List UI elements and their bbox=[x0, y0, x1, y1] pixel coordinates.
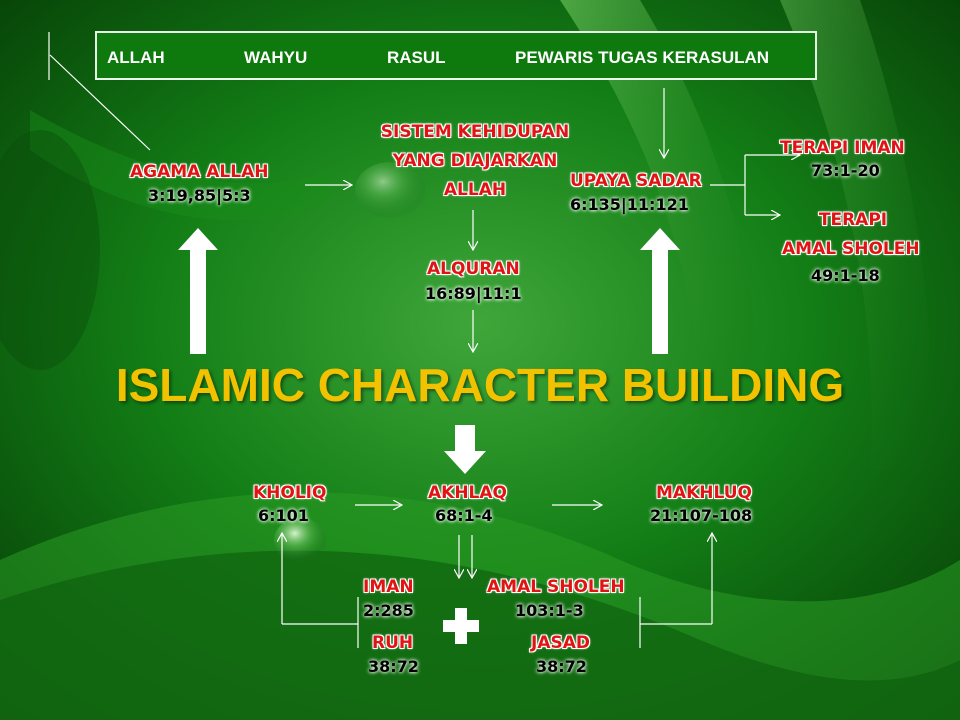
jasad-label: JASAD bbox=[531, 633, 590, 653]
arrow-up-icon bbox=[640, 228, 680, 354]
agama-allah-ref: 3:19,85|5:3 bbox=[148, 186, 251, 205]
sistem-label-line1: SISTEM KEHIDUPAN bbox=[380, 122, 570, 142]
terapi-iman-label: TERAPI IMAN bbox=[780, 138, 905, 158]
agama-allah-label: AGAMA ALLAH bbox=[130, 162, 269, 182]
sistem-label-line3: ALLAH bbox=[443, 180, 507, 200]
akhlaq-label: AKHLAQ bbox=[428, 483, 507, 503]
kholiq-ref: 6:101 bbox=[258, 506, 309, 525]
top-flow-bar: ALLAH WAHYU RASUL PEWARIS TUGAS KERASULA… bbox=[95, 31, 817, 80]
iman-label: IMAN bbox=[363, 577, 414, 597]
arrow-down-icon bbox=[444, 425, 486, 474]
terapi-amal-label-line1: TERAPI bbox=[818, 210, 888, 230]
kholiq-label: KHOLIQ bbox=[253, 483, 327, 503]
iman-ref: 2:285 bbox=[363, 601, 414, 620]
terapi-iman-ref: 73:1-20 bbox=[811, 161, 880, 180]
amal-sholeh-ref: 103:1-3 bbox=[515, 601, 584, 620]
ruh-label: RUH bbox=[372, 633, 414, 653]
terapi-amal-ref: 49:1-18 bbox=[811, 266, 880, 285]
upaya-sadar-label: UPAYA SADAR bbox=[570, 171, 702, 191]
alquran-label: ALQURAN bbox=[427, 259, 520, 279]
upaya-sadar-ref: 6:135|11:121 bbox=[570, 195, 689, 214]
terapi-amal-label-line2: AMAL SHOLEH bbox=[782, 239, 920, 259]
alquran-ref: 16:89|11:1 bbox=[425, 284, 522, 303]
amal-sholeh-label: AMAL SHOLEH bbox=[487, 577, 625, 597]
jasad-ref: 38:72 bbox=[536, 657, 587, 676]
ruh-ref: 38:72 bbox=[368, 657, 419, 676]
sistem-label-line2: YANG DIAJARKAN bbox=[392, 151, 558, 171]
topbar-item-allah: ALLAH bbox=[107, 48, 165, 67]
arrow-up-icon bbox=[178, 228, 218, 354]
main-title: ISLAMIC CHARACTER BUILDING bbox=[115, 359, 845, 411]
akhlaq-ref: 68:1-4 bbox=[435, 506, 493, 525]
makhluq-ref: 21:107-108 bbox=[650, 506, 753, 525]
topbar-item-wahyu: WAHYU bbox=[244, 48, 308, 67]
plus-icon bbox=[443, 608, 479, 644]
topbar-item-rasul: RASUL bbox=[387, 48, 446, 67]
makhluq-label: MAKHLUQ bbox=[656, 483, 752, 503]
topbar-item-pewaris: PEWARIS TUGAS KERASULAN bbox=[515, 48, 770, 67]
